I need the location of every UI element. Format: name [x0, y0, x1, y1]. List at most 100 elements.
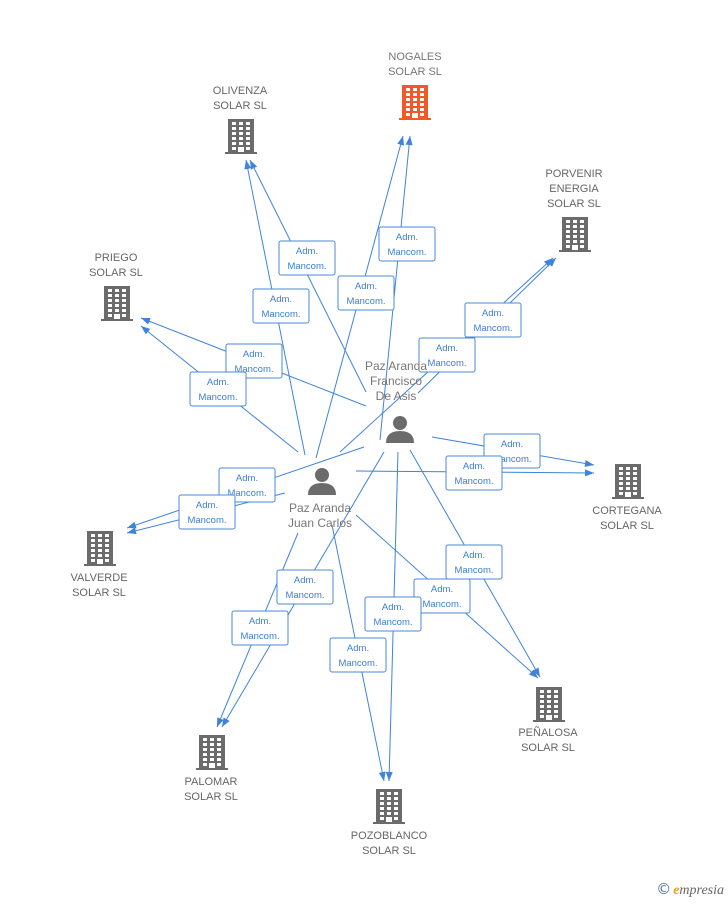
company-node-priego[interactable]: PRIEGO SOLAR SL: [89, 252, 143, 321]
relation-label-text: Adm.: [294, 575, 316, 586]
company-name-line: SOLAR SL: [521, 742, 575, 754]
relation-label-box: [464, 302, 522, 338]
company-node-penalosa[interactable]: PEÑALOSA SOLAR SL: [518, 687, 578, 754]
relation-label-text: Mancom.: [387, 247, 426, 258]
edge-line: [249, 159, 367, 393]
relation-label-p2-valverde[interactable]: Adm.Mancom.: [178, 494, 236, 530]
relation-label-text: Mancom.: [285, 590, 324, 601]
brand-name: mpresia: [679, 883, 724, 898]
relation-label-p1-pozoblanco[interactable]: Adm.Mancom.: [364, 596, 422, 632]
relation-label-text: Mancom.: [198, 392, 237, 403]
edge-labels-layer: Adm. Mancom. Adm. Mancom. Adm. Mancom. Adm. Man…: [178, 226, 541, 673]
relation-label-box: [178, 494, 236, 530]
company-name-line: PEÑALOSA: [518, 726, 578, 739]
relation-label-p2-nogales[interactable]: Adm.Mancom.: [337, 275, 395, 311]
relation-label-text: Mancom.: [261, 309, 300, 320]
relation-label-text: Mancom.: [227, 488, 266, 499]
building-icon: [373, 789, 405, 824]
company-name-line: CORTEGANA: [592, 505, 662, 517]
relation-label-text: Adm.: [236, 473, 258, 484]
relation-label-box: [378, 226, 436, 262]
relation-label-text: Mancom.: [240, 631, 279, 642]
relation-label-text: Adm.: [463, 461, 485, 472]
relation-label-p2-pozoblanco[interactable]: Adm.Mancom.: [329, 637, 387, 673]
relation-label-text: Mancom.: [422, 599, 461, 610]
copyright-symbol: ©: [656, 880, 672, 898]
relation-label-p1-penalosa[interactable]: Adm.Mancom.: [445, 544, 503, 580]
company-node-cortegana[interactable]: CORTEGANA SOLAR SL: [592, 464, 662, 532]
relation-label-p1-palomar[interactable]: Adm. Mancom.: [276, 569, 334, 605]
company-name-line: SOLAR SL: [184, 791, 238, 803]
person-name-line: Juan Carlos: [288, 516, 352, 530]
arrowhead-icon: [141, 318, 151, 325]
relation-label-p1-olivenza[interactable]: Adm.Mancom.: [278, 240, 336, 276]
company-name-line: PORVENIR: [545, 168, 602, 180]
company-name-line: VALVERDE: [70, 572, 127, 584]
relation-label-text: Adm.: [482, 308, 504, 319]
relation-label-box: [337, 275, 395, 311]
arrowhead-icon: [217, 717, 224, 727]
relation-label-box: [413, 578, 471, 614]
relation-label-p2-olivenza[interactable]: Adm. Mancom.: [252, 288, 310, 324]
company-name-line: POZOBLANCO: [351, 830, 428, 842]
edge-line: [379, 135, 411, 441]
relation-label-p2-cortegana[interactable]: Adm. Mancom.: [445, 455, 503, 491]
company-name-line: NOGALES: [388, 51, 441, 63]
relation-label-text: Adm.: [196, 500, 218, 511]
company-name-line: SOLAR SL: [213, 100, 267, 112]
relation-label-text: Adm.: [347, 643, 369, 654]
company-node-valverde[interactable]: VALVERDE SOLAR SL: [70, 531, 128, 599]
empresia-brand[interactable]: ©empresia: [656, 880, 724, 899]
relation-label-text: Mancom.: [454, 476, 493, 487]
company-name-line: SOLAR SL: [362, 845, 416, 857]
company-name-line: SOLAR SL: [89, 267, 143, 279]
relation-label-p2-palomar[interactable]: Adm.Mancom.: [231, 610, 289, 646]
relation-label-text: Mancom.: [427, 358, 466, 369]
relation-label-p2-penalosa[interactable]: Adm.Mancom.: [413, 578, 471, 614]
relation-label-box: [225, 343, 283, 379]
relation-label-p1-nogales[interactable]: Adm.Mancom.: [378, 226, 436, 262]
company-name-line: SOLAR SL: [600, 520, 654, 532]
company-name-line: PRIEGO: [95, 252, 138, 264]
arrowhead-icon: [127, 521, 137, 529]
relation-label-p2-priego[interactable]: Adm. Mancom.: [189, 371, 247, 407]
relation-label-box: [278, 240, 336, 276]
company-node-pozoblanco[interactable]: POZOBLANCO SOLAR SL: [351, 789, 428, 857]
relation-edge-p1-nogales: [379, 135, 413, 441]
relation-label-p2-porvenir[interactable]: Adm.Mancom.: [418, 337, 476, 373]
relation-label-text: Mancom.: [492, 454, 531, 465]
building-icon: [612, 464, 644, 499]
relation-label-box: [252, 288, 310, 324]
relation-label-box: [445, 455, 503, 491]
relation-edge-p1-olivenza: [249, 159, 367, 393]
relation-label-p1-priego[interactable]: Adm.Mancom.: [225, 343, 283, 379]
person-icon: [386, 416, 414, 443]
relation-label-text: Mancom.: [454, 565, 493, 576]
person-name-line: Francisco: [370, 374, 422, 388]
arrowhead-icon: [127, 527, 137, 535]
arrowhead-icon: [378, 771, 386, 781]
arrowhead-icon: [547, 258, 556, 267]
relation-label-p1-porvenir[interactable]: Adm.Mancom.: [464, 302, 522, 338]
relation-label-text: Mancom.: [287, 261, 326, 272]
arrowhead-icon: [250, 160, 258, 170]
relation-label-p1-valverde[interactable]: Adm. Mancom.: [218, 467, 276, 503]
person-name-line: De Asis: [376, 389, 417, 403]
arrowhead-icon: [397, 136, 405, 146]
building-icon: [533, 687, 565, 722]
relation-label-text: Adm.: [207, 377, 229, 388]
arrowhead-icon: [543, 258, 553, 267]
building-icon: [225, 119, 257, 154]
relation-label-text: Adm.: [382, 602, 404, 613]
building-icon: [559, 217, 591, 252]
company-name-line: SOLAR SL: [72, 587, 126, 599]
arrowhead-icon: [385, 771, 393, 781]
relation-label-text: Adm.: [270, 294, 292, 305]
